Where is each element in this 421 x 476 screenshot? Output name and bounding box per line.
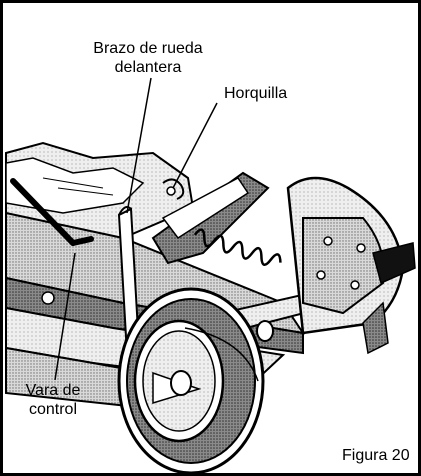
control-rod [10, 178, 94, 246]
callout-control-rod: Vara de control [8, 381, 98, 419]
callout-front-wheel-arm: Brazo de rueda delantera [73, 39, 223, 77]
mower-front-wheel-illustration [5, 77, 416, 473]
callout-fork: Horquilla [224, 84, 287, 103]
figure-caption: Figura 20 [342, 447, 410, 464]
spring-assembly [151, 171, 282, 266]
wheel-icon [117, 287, 265, 473]
callout-front-wheel-arm-line2: delantera [114, 59, 182, 76]
blade-housing [286, 176, 416, 355]
callout-control-rod-line1: Vara de [25, 382, 81, 399]
callout-control-rod-line2: control [28, 401, 78, 418]
spring-icon [193, 228, 282, 266]
callout-front-wheel-arm-line1: Brazo de rueda [93, 40, 203, 57]
callout-fork-text: Horquilla [224, 85, 288, 102]
leader-line [54, 77, 218, 381]
